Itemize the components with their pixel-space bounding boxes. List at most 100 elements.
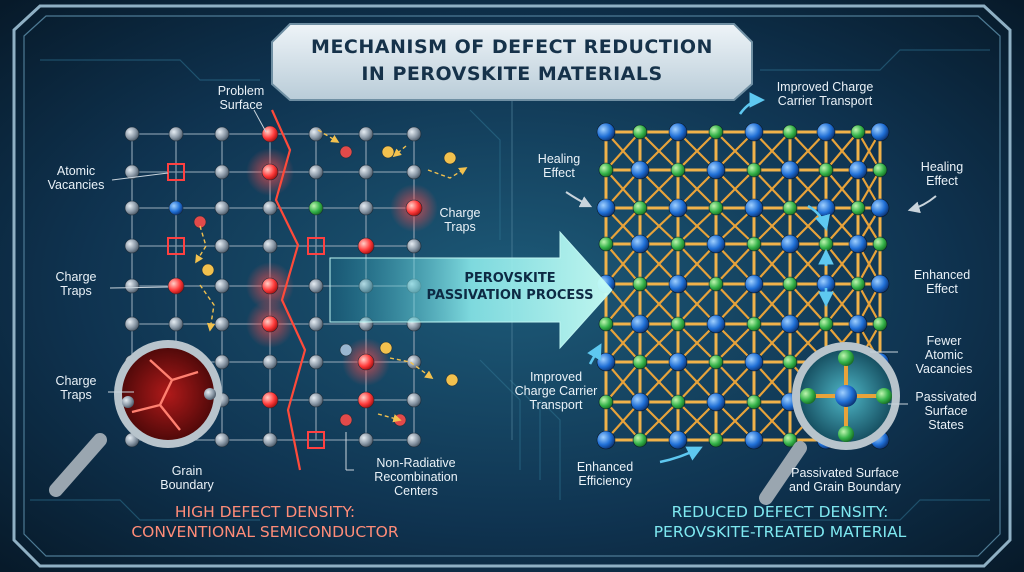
b-site-atom: [780, 314, 800, 334]
lattice-atom: [406, 392, 422, 408]
right-caption-line-2: PEROVSKITE-TREATED MATERIAL: [653, 523, 907, 541]
charge-trap-atom: [261, 163, 279, 181]
perovskite-bond: [789, 323, 827, 363]
x-site-atom: [782, 124, 798, 140]
lattice-atom: [406, 164, 422, 180]
charge-carrier-icon: [379, 341, 393, 355]
lattice-atom: [358, 432, 374, 448]
lattice-atom: [262, 432, 278, 448]
label-passivated-states: Passivated Surface States: [915, 390, 977, 432]
label-non-radiative: Non-Radiative Recombination Centers: [374, 456, 458, 498]
title-line-2: IN PEROVSKITE MATERIALS: [361, 63, 663, 85]
x-site-atom: [746, 394, 762, 410]
perovskite-bond: [677, 207, 717, 245]
b-site-atom: [848, 160, 868, 180]
right-magnifier: [759, 342, 900, 505]
lattice-atom: [214, 278, 230, 294]
label-passivated-boundary: Passivated Surface and Grain Boundary: [789, 466, 901, 494]
perovskite-bond: [715, 401, 755, 441]
charge-trap-atom: [357, 353, 375, 371]
label-atomic-vacancies: Atomic Vacancies: [47, 164, 105, 192]
b-site-atom: [744, 274, 764, 294]
b-site-atom: [848, 314, 868, 334]
b-site-atom: [706, 314, 726, 334]
label-healing-right: Healing Effect: [920, 160, 964, 188]
left-caption-line-1: HIGH DEFECT DENSITY:: [174, 503, 356, 521]
perovskite-bond: [639, 243, 679, 285]
b-site-atom: [668, 352, 688, 372]
b-site-atom: [706, 392, 726, 412]
lattice-atom: [214, 316, 230, 332]
right-caption-line-1: REDUCED DEFECT DENSITY:: [671, 503, 889, 521]
lattice-atom: [406, 238, 422, 254]
lattice-atom: [406, 354, 422, 370]
lattice-atom: [308, 200, 324, 216]
b-site-atom: [870, 122, 890, 142]
label-fewer-vacancies: Fewer Atomic Vacancies: [915, 334, 973, 376]
passivation-process-arrow: [329, 230, 613, 350]
perovskite-bond: [753, 361, 791, 403]
lattice-atom: [406, 126, 422, 142]
perovskite-bond: [715, 169, 755, 209]
perovskite-bond: [825, 131, 859, 171]
vacancy-site: [167, 237, 185, 255]
b-site-atom: [596, 352, 616, 372]
perovskite-bond: [677, 361, 717, 403]
label-problem-surface: Problem Surface: [217, 84, 265, 112]
b-site-atom: [668, 274, 688, 294]
b-site-atom: [596, 430, 616, 450]
b-site-atom: [630, 234, 650, 254]
x-site-atom: [632, 124, 648, 140]
lattice-atom: [308, 126, 324, 142]
charge-trap-atom: [261, 277, 279, 295]
lattice-atom: [262, 354, 278, 370]
lattice-atom: [308, 392, 324, 408]
lattice-atom: [308, 354, 324, 370]
x-site-atom: [782, 276, 798, 292]
x-site-atom: [708, 124, 724, 140]
perovskite-bond: [639, 323, 679, 363]
label-improved-transport-low: Improved Charge Carrier Transport: [514, 370, 598, 412]
label-improved-transport-top: Improved Charge Carrier Transport: [776, 80, 874, 108]
b-site-atom: [668, 198, 688, 218]
charge-trap-atom: [261, 125, 279, 143]
b-site-atom: [870, 198, 890, 218]
x-site-atom: [872, 316, 888, 332]
inner-frame: [23, 15, 1001, 557]
lattice-atom: [358, 126, 374, 142]
lattice-atom: [124, 126, 140, 142]
charge-trap-atom: [261, 315, 279, 333]
perovskite-bond: [605, 131, 641, 171]
x-site-atom: [850, 276, 866, 292]
process-label: PEROVSKITE PASSIVATION PROCESS: [420, 270, 600, 304]
b-site-atom: [780, 160, 800, 180]
charge-trap-atom: [357, 237, 375, 255]
perovskite-bond: [605, 207, 641, 245]
lattice-atom: [308, 164, 324, 180]
perovskite-bond: [753, 131, 791, 171]
lattice-atom: [214, 354, 230, 370]
title-plate: [271, 23, 753, 101]
x-site-atom: [598, 394, 614, 410]
b-site-atom: [744, 122, 764, 142]
perovskite-bond: [753, 283, 791, 325]
perovskite-bond: [605, 361, 641, 403]
x-site-atom: [632, 276, 648, 292]
b-site-atom: [706, 160, 726, 180]
process-label-line-2: PASSIVATION PROCESS: [426, 288, 594, 303]
x-site-atom: [708, 354, 724, 370]
perovskite-bond: [825, 207, 859, 245]
label-healing-left: Healing Effect: [537, 152, 581, 180]
lattice-atom: [262, 200, 278, 216]
lattice-atom: [168, 316, 184, 332]
lattice-atom: [168, 126, 184, 142]
lattice-atom: [406, 432, 422, 448]
b-site-atom: [630, 392, 650, 412]
x-site-atom: [632, 354, 648, 370]
vacancy-site: [307, 431, 325, 449]
perovskite-bond: [789, 169, 827, 209]
lattice-atom: [168, 200, 184, 216]
lattice-atom: [124, 316, 140, 332]
lattice-atom: [358, 164, 374, 180]
left-magnifier: [49, 340, 222, 497]
